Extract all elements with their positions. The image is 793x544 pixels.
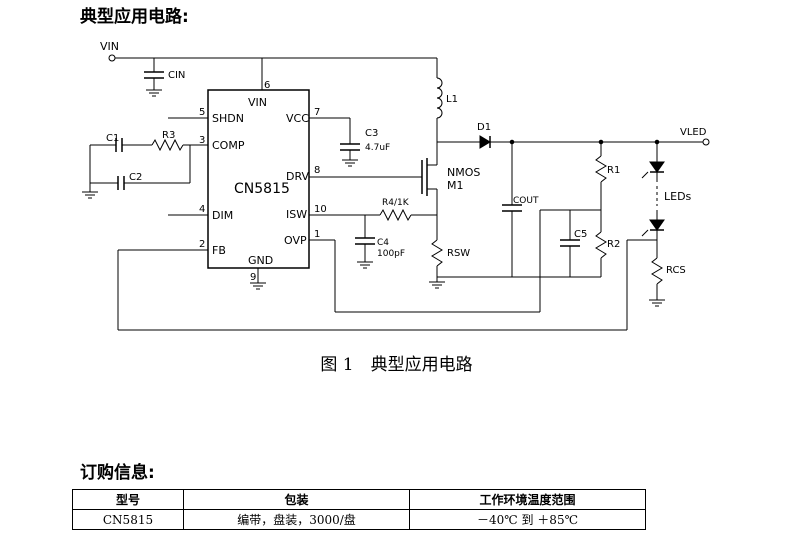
col-package: 包装 (183, 489, 410, 510)
pin-fb-label: FB (212, 244, 226, 257)
vled-terminal (702, 138, 710, 146)
pin-vin-label: VIN (248, 96, 267, 109)
r3-label: R3 (162, 130, 175, 141)
pin1-label: 1 (314, 229, 320, 240)
nmos-label: NMOS (447, 166, 480, 179)
col-model: 型号 (72, 489, 184, 510)
cell-model: CN5815 (72, 509, 184, 530)
cell-package: 编带，盘装，3000/盘 (183, 509, 410, 530)
r4-label: R4/1K (382, 198, 410, 208)
col-temp-range: 工作环境温度范围 (409, 489, 646, 510)
pin5-label: 5 (199, 107, 205, 118)
chip-name: CN5815 (234, 181, 290, 197)
pin7-label: 7 (314, 107, 320, 118)
cout-label: COUT (513, 196, 539, 206)
r2-label: R2 (607, 239, 620, 250)
c5-label: C5 (574, 229, 587, 240)
cin-label: CIN (168, 70, 185, 81)
pin-shdn-label: SHDN (212, 112, 244, 125)
pin9-label: 9 (250, 272, 256, 283)
cell-temp-range: －40℃ 到 ＋85℃ (409, 509, 646, 530)
pin10-label: 10 (314, 204, 327, 215)
pin6-label: 6 (264, 80, 270, 91)
c4-label: C4 (377, 238, 389, 248)
pin3-label: 3 (199, 135, 205, 146)
pin-gnd-label: GND (248, 254, 273, 267)
l1-label: L1 (446, 94, 458, 105)
rcs-label: RCS (666, 265, 686, 276)
pin2-label: 2 (199, 239, 205, 250)
vled-label: VLED (680, 127, 707, 138)
pin-drv-label: DRV (286, 170, 310, 183)
ordering-heading: 订购信息: (80, 463, 155, 483)
pin-vcc-label: VCC (286, 112, 309, 125)
leds-label: LEDs (664, 190, 692, 203)
pin-dim-label: DIM (212, 209, 233, 222)
application-circuit-schematic: VIN CIN 6 VIN 5 SHDN 3 COMP CN5815 4 DIM… (82, 40, 710, 331)
c1-label: C1 (106, 133, 119, 144)
pin-comp-label: COMP (212, 139, 245, 152)
figure-caption: 图 1 典型应用电路 (320, 355, 473, 375)
m1-label: M1 (447, 179, 464, 192)
circuit-heading: 典型应用电路: (80, 7, 189, 27)
r1-label: R1 (607, 165, 620, 176)
rsw-label: RSW (447, 248, 470, 259)
pin4-label: 4 (199, 204, 205, 215)
c3-label: C3 (365, 128, 378, 139)
pin-ovp-label: OVP (284, 234, 307, 247)
pin8-label: 8 (314, 165, 320, 176)
vin-terminal (108, 54, 116, 62)
c2-label: C2 (129, 172, 142, 183)
pin-isw-label: ISW (286, 208, 307, 221)
vin-label: VIN (100, 40, 119, 53)
table-header-row: 型号 包装 工作环境温度范围 (72, 489, 646, 510)
c4-value: 100pF (377, 249, 405, 259)
d1-label: D1 (477, 122, 491, 133)
ordering-table: 型号 包装 工作环境温度范围 CN5815 编带，盘装，3000/盘 －40℃ … (72, 489, 646, 530)
table-row: CN5815 编带，盘装，3000/盘 －40℃ 到 ＋85℃ (72, 509, 646, 530)
c3-value: 4.7uF (365, 143, 390, 153)
